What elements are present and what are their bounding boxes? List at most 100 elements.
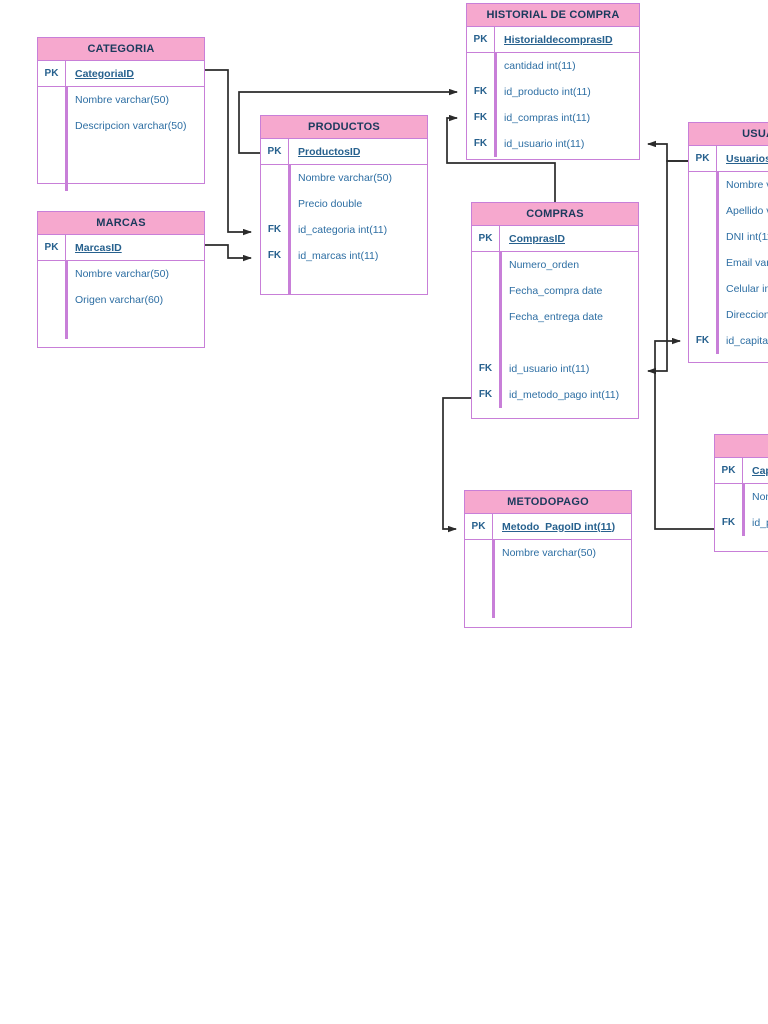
attribute-row[interactable] (38, 165, 204, 191)
key-marker (689, 224, 717, 250)
key-marker (38, 165, 66, 191)
attribute-row[interactable]: Celular int(11) (689, 276, 768, 302)
attribute-row[interactable] (472, 330, 638, 356)
entity-title-capital: CAPITAL (715, 435, 768, 458)
attribute-name: CategoriaID (75, 67, 134, 80)
attribute-row[interactable] (261, 269, 427, 295)
attribute-row[interactable]: Origen varchar(60) (38, 287, 204, 313)
key-marker: FK (689, 328, 717, 354)
attribute-row[interactable]: Numero_orden (472, 252, 638, 278)
attribute-row[interactable] (465, 592, 631, 618)
entity-usuarios[interactable]: USUARIOSPKUsuariosIDNombre varchar(50)Ap… (688, 122, 768, 363)
attribute-row[interactable]: DNI int(11) (689, 224, 768, 250)
key-marker: PK (689, 146, 717, 171)
attribute-row-pk[interactable]: PKUsuariosID (689, 146, 768, 172)
attribute-name: ComprasID (509, 232, 566, 245)
attribute-row[interactable]: Nombre varchar(50) (38, 87, 204, 113)
key-marker (689, 276, 717, 302)
key-marker (689, 172, 717, 198)
attribute-name: Nombre varchar(50) (726, 179, 768, 191)
key-marker (261, 165, 289, 191)
column-divider (66, 261, 68, 339)
column-divider (66, 87, 68, 191)
key-marker: PK (38, 235, 66, 260)
key-marker: FK (715, 510, 743, 536)
attribute-row[interactable] (38, 313, 204, 339)
attribute-name: Nombre varchar(50) (502, 547, 596, 559)
attribute-row[interactable]: Nombre varchar(50) (38, 261, 204, 287)
key-marker (38, 313, 66, 339)
attribute-name: Nombre varchar(50) (75, 94, 169, 106)
attribute-row-pk[interactable]: PK CapitalID (715, 458, 768, 484)
attribute-row-pk[interactable]: PK CategoriaID (38, 61, 204, 87)
attribute-row[interactable]: FK id_usuario int(11) (467, 131, 639, 157)
key-marker: PK (715, 458, 743, 483)
attribute-name: id_producto int(11) (504, 86, 591, 98)
key-marker: PK (472, 226, 500, 251)
attribute-row[interactable]: Nombre varchar(50) (465, 540, 631, 566)
attribute-name: id_compras int(11) (504, 112, 591, 124)
key-marker: FK (467, 131, 495, 157)
attribute-name: HistorialdecomprasID (504, 33, 613, 46)
entity-title-metodopago: METODOPAGO (465, 491, 631, 514)
entity-capital[interactable]: CAPITALPK CapitalID Nombre varchar(50) FKid… (714, 434, 768, 552)
attribute-row[interactable]: Direccion varchar(50) (689, 302, 768, 328)
attribute-name: CapitalID (752, 464, 768, 477)
attribute-row[interactable] (38, 139, 204, 165)
attribute-row[interactable]: Fecha_entrega date (472, 304, 638, 330)
key-marker (689, 198, 717, 224)
entity-title-categoria: CATEGORIA (38, 38, 204, 61)
attribute-name: Fecha_compra date (509, 285, 603, 297)
attribute-name: Nombre varchar(50) (752, 491, 768, 503)
key-marker (472, 304, 500, 330)
attribute-name: id_usuario int(11) (504, 138, 585, 150)
attribute-row[interactable]: Fecha_compra date (472, 278, 638, 304)
key-marker: FK (472, 356, 500, 382)
key-marker: PK (38, 61, 66, 86)
key-marker (38, 87, 66, 113)
entity-title-historial: HISTORIAL DE COMPRA (467, 4, 639, 27)
attribute-row-pk[interactable]: PK ComprasID (472, 226, 638, 252)
key-marker (38, 287, 66, 313)
attribute-row[interactable]: Apellido varchar(50) (689, 198, 768, 224)
entity-title-compras: COMPRAS (472, 203, 638, 226)
attribute-row[interactable]: Email varchar(50) (689, 250, 768, 276)
attribute-row[interactable]: Nombre varchar(50) (689, 172, 768, 198)
attribute-row[interactable]: Precio double (261, 191, 427, 217)
attribute-name: Origen varchar(60) (75, 294, 164, 306)
column-divider (495, 53, 497, 157)
attribute-row[interactable]: cantidad int(11) (467, 53, 639, 79)
key-marker (465, 540, 493, 566)
key-marker (261, 269, 289, 295)
edge-categoria-productos (205, 69, 252, 236)
entity-body-usuarios: PKUsuariosID Nombre varchar(50) Apellido v… (689, 146, 768, 354)
edge-capital-usuarios (654, 337, 714, 530)
key-marker (715, 484, 743, 510)
attribute-name: id_metodo_pago int(11) (509, 389, 620, 401)
attribute-row[interactable]: Nombre varchar(50) (261, 165, 427, 191)
attribute-row[interactable]: Descripcion varchar(50) (38, 113, 204, 139)
attribute-row[interactable] (465, 566, 631, 592)
key-marker: FK (261, 243, 289, 269)
attribute-row[interactable]: Nombre varchar(50) (715, 484, 768, 510)
